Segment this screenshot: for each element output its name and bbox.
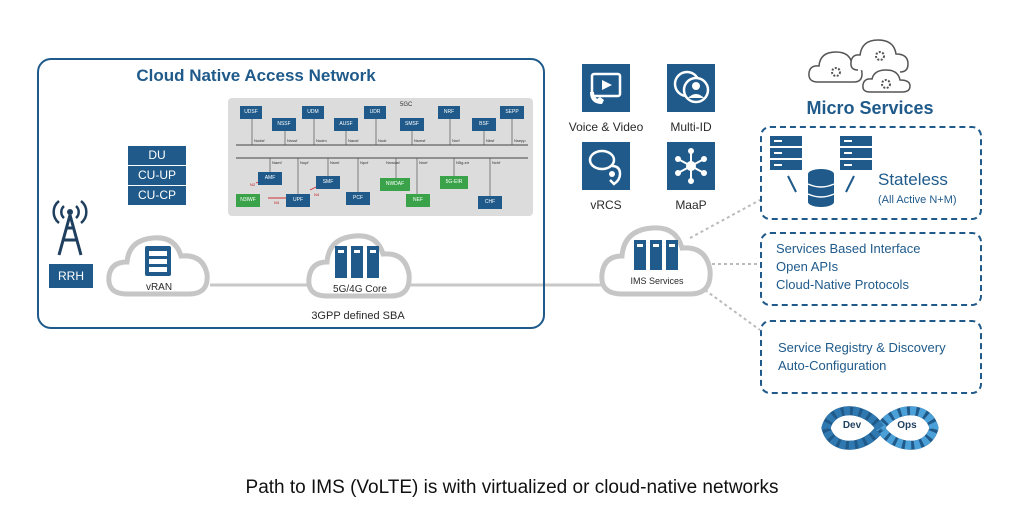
registry-box — [760, 320, 982, 394]
devops-ops-label: Ops — [897, 420, 917, 431]
iface-label: Nnrf — [452, 138, 460, 143]
core-cloud-icon — [306, 233, 412, 299]
iface-label: N5g-eir — [456, 160, 470, 165]
sbi-line: Cloud-Native Protocols — [776, 277, 909, 292]
ims-cloud-icon — [599, 225, 713, 297]
nf-ausf: AUSF — [334, 118, 358, 131]
server-database-icon — [770, 136, 872, 207]
maap-label: MaaP — [675, 198, 707, 212]
nf-pcf: PCF — [346, 192, 370, 205]
voice-video-icon — [582, 64, 630, 112]
iface-label: Nnssf — [287, 138, 298, 143]
stateless-subtitle: (All Active N+M) — [878, 194, 957, 206]
nf-upf: UPF — [286, 194, 310, 207]
iface-label: Nsepp — [514, 138, 526, 143]
nf-chf: CHF — [478, 196, 502, 209]
devops-infinity-icon — [821, 406, 939, 450]
stateless-box — [760, 126, 982, 220]
sbi-box — [760, 232, 982, 306]
iface-label: Nausf — [348, 138, 359, 143]
ref-point-label: N4 — [314, 192, 320, 197]
nf-smf: SMF — [316, 176, 340, 189]
iface-label: Nnef — [419, 160, 428, 165]
5gc-diagram: 5GC UDSF NSSF UDM AUSF UDR SMSF NRF BSF … — [228, 98, 533, 216]
nf-udsf: UDSF — [240, 106, 262, 119]
iface-label: Nsmf — [330, 160, 340, 165]
sbi-line: Services Based Interface — [776, 241, 921, 256]
cu-up-box: CU-UP — [128, 166, 186, 185]
nf-sepp: SEPP — [500, 106, 524, 119]
iface-label: Nbsf — [486, 138, 495, 143]
nf-nrf: NRF — [438, 106, 460, 119]
micro-services-title: Micro Services — [806, 98, 934, 118]
vrcs-icon — [582, 142, 630, 190]
iface-label: Nsmsf — [414, 138, 426, 143]
rrh-box: RRH — [49, 264, 93, 288]
nf-udr: UDR — [364, 106, 386, 119]
voice-video-label: Voice & Video — [568, 120, 644, 134]
multi-id-label: Multi-ID — [670, 120, 712, 134]
ref-point-label: N3 — [274, 200, 280, 205]
cloud-gears-icon — [808, 39, 911, 93]
multi-id-icon — [667, 64, 715, 112]
sba-caption: 3GPP defined SBA — [311, 310, 405, 322]
nf-smsf: SMSF — [400, 118, 424, 131]
iface-label: Npcf — [360, 160, 369, 165]
du-box: DU — [128, 146, 186, 165]
nf-nwdaf: NWDAF — [380, 178, 410, 191]
ref-point-label: N2 — [250, 182, 256, 187]
nf-n3iwf: N3IWF — [236, 194, 260, 207]
iface-label: Nudr — [378, 138, 387, 143]
access-network-frame — [37, 58, 545, 329]
access-network-title: Cloud Native Access Network — [136, 66, 376, 85]
vran-label: vRAN — [145, 282, 173, 293]
nf-5g-eir: 5G-EIR — [440, 176, 468, 189]
nf-nssf: NSSF — [272, 118, 296, 131]
ims-label: IMS Services — [630, 276, 684, 286]
cell-tower-icon — [52, 200, 88, 256]
nf-udm: UDM — [302, 106, 324, 119]
iface-label: Nupf — [300, 160, 309, 165]
5gc-label: 5GC — [400, 102, 413, 108]
figure-caption: Path to IMS (VoLTE) is with virtualized … — [245, 477, 779, 498]
iface-label: Nnwdaf — [386, 160, 400, 165]
iface-label: Namf — [272, 160, 282, 165]
nf-nef: NEF — [406, 194, 430, 207]
sbi-line: Open APIs — [776, 259, 839, 274]
devops-dev-label: Dev — [842, 420, 862, 431]
registry-line: Auto-Configuration — [778, 358, 887, 373]
vran-cloud-icon — [106, 235, 210, 297]
iface-label: Nudm — [316, 138, 327, 143]
nf-bsf: BSF — [472, 118, 496, 131]
cu-cp-box: CU-CP — [128, 186, 186, 205]
nf-amf: AMF — [258, 172, 282, 185]
core-label: 5G/4G Core — [333, 284, 387, 295]
maap-icon — [667, 142, 715, 190]
vrcs-label: vRCS — [590, 198, 622, 212]
iface-label: Nchf — [492, 160, 501, 165]
stateless-title: Stateless — [878, 170, 948, 189]
registry-line: Service Registry & Discovery — [778, 340, 946, 355]
iface-label: Nudsf — [254, 138, 265, 143]
